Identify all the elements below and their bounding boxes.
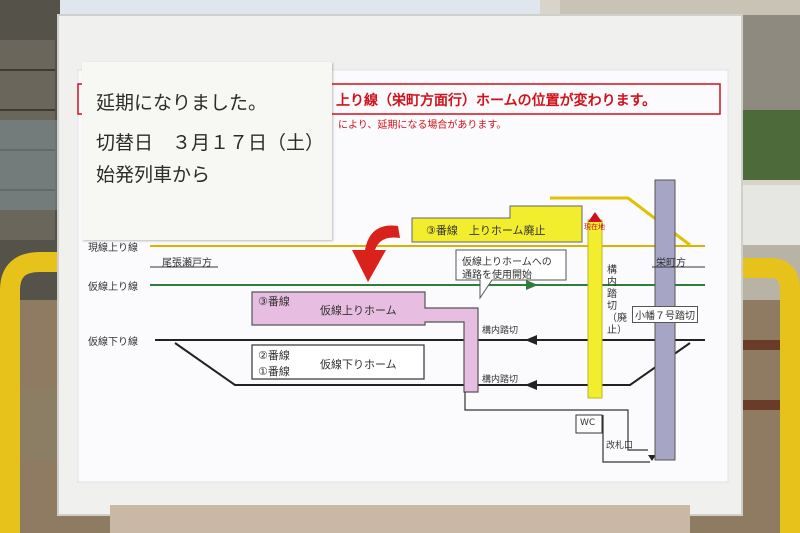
label-inner-crossing-vertical: 構内踏切（廃止） (607, 265, 627, 336)
bicycle-area (0, 120, 60, 210)
label-kobata-crossing: 小幡７号踏切 (632, 306, 698, 323)
label-temp-down-track: 仮線下り線 (88, 337, 138, 348)
gate-arrow (648, 455, 656, 461)
callout-line-1: 仮線上りホームへの (462, 257, 552, 268)
map-subtitle: により、延期になる場合があります。 (338, 120, 507, 131)
arrow-temp-up (526, 280, 538, 290)
label-current-location: 現在地 (584, 223, 605, 231)
label-current-up-track: 現線上り線 (88, 243, 138, 254)
building-right-dark (740, 0, 800, 130)
yellow-route-vertical (587, 219, 603, 399)
label-west-direction: 尾張瀬戸方 (162, 258, 212, 269)
label-temp-up-track: 仮線上り線 (88, 282, 138, 293)
gate-path (602, 415, 650, 463)
rail-right-2 (710, 400, 800, 410)
wc-box (575, 414, 603, 434)
label-temp-up-number: ③番線 (258, 295, 290, 308)
yellow-barrier-right (730, 258, 800, 533)
board-post (110, 505, 690, 533)
yellow-barrier-left (0, 252, 80, 533)
temp-up-platform (251, 291, 479, 393)
map-title: 上り線（栄町方面行）ホームの位置が変わります。 (336, 93, 657, 109)
red-curved-arrow (352, 225, 400, 282)
passage-path (464, 392, 648, 451)
label-wc: WC (580, 418, 596, 428)
temp-down-platform (251, 344, 425, 380)
arrow-down-2 (525, 380, 537, 390)
notice-line-1: 延期になりました。 (96, 92, 268, 114)
notice-line-3: 始発列車から (96, 164, 211, 186)
balcony (560, 0, 800, 15)
callout-box (455, 249, 567, 300)
trees-right (735, 110, 800, 180)
label-temp-down-number-1: ①番線 (258, 365, 290, 378)
arrow-down-1 (525, 335, 537, 345)
postponed-notice (82, 62, 332, 240)
label-east-direction: 栄町方 (656, 258, 686, 269)
title-box (77, 83, 721, 115)
label-temp-down-platform: 仮線下りホーム (320, 358, 397, 371)
label-inner-crossing-lower: 構内踏切 (482, 375, 519, 385)
label-inner-crossing-upper: 構内踏切 (482, 326, 519, 336)
notice-line-2: 切替日 ３月１７日（土） (96, 132, 325, 154)
label-temp-down-number-2: ②番線 (258, 349, 290, 362)
abolished-platform (411, 205, 583, 243)
label-abolished-platform: ③番線 上りホーム廃止 (426, 224, 546, 237)
label-ticket-gate: 改札口 (606, 441, 634, 451)
yellow-arrow-up (588, 212, 602, 222)
label-temp-up-platform: 仮線上りホーム (320, 304, 397, 317)
rail-right (710, 340, 800, 350)
callout-line-2: 通路を使用開始 (462, 270, 532, 281)
